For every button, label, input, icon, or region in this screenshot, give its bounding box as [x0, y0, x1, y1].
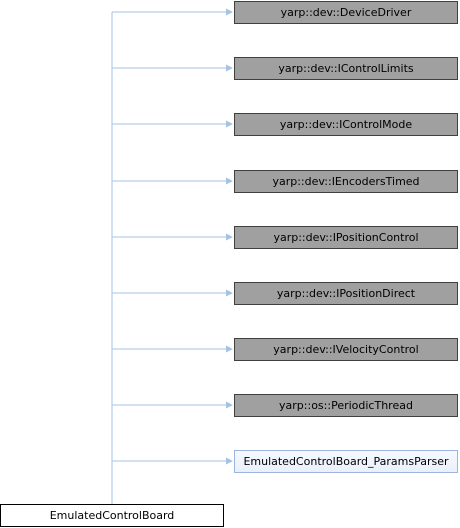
- arrowhead-ipositiondirect: [226, 289, 233, 297]
- class-node-ipositiondirect[interactable]: yarp::dev::IPositionDirect: [234, 282, 458, 305]
- arrowhead-paramsparser: [226, 457, 233, 465]
- class-node-icontrollimits[interactable]: yarp::dev::IControlLimits: [234, 57, 458, 80]
- class-node-periodicthread[interactable]: yarp::os::PeriodicThread: [234, 394, 458, 417]
- class-node-devicedriver[interactable]: yarp::dev::DeviceDriver: [234, 1, 458, 24]
- arrowhead-devicedriver: [226, 8, 233, 16]
- arrowhead-periodicthread: [226, 401, 233, 409]
- class-node-ipositioncontrol[interactable]: yarp::dev::IPositionControl: [234, 226, 458, 249]
- arrowhead-icontrolmode: [226, 120, 233, 128]
- arrowhead-iencoderstimed: [226, 177, 233, 185]
- class-node-ivelocitycontrol[interactable]: yarp::dev::IVelocityControl: [234, 338, 458, 361]
- class-node-icontrolmode[interactable]: yarp::dev::IControlMode: [234, 113, 458, 136]
- arrowhead-icontrollimits: [226, 64, 233, 72]
- arrowhead-ivelocitycontrol: [226, 345, 233, 353]
- class-node-iencoderstimed[interactable]: yarp::dev::IEncodersTimed: [234, 170, 458, 193]
- arrowhead-ipositioncontrol: [226, 233, 233, 241]
- class-node-paramsparser[interactable]: EmulatedControlBoard_ParamsParser: [234, 450, 458, 473]
- class-node-emulatedcontrolboard: EmulatedControlBoard: [0, 504, 224, 527]
